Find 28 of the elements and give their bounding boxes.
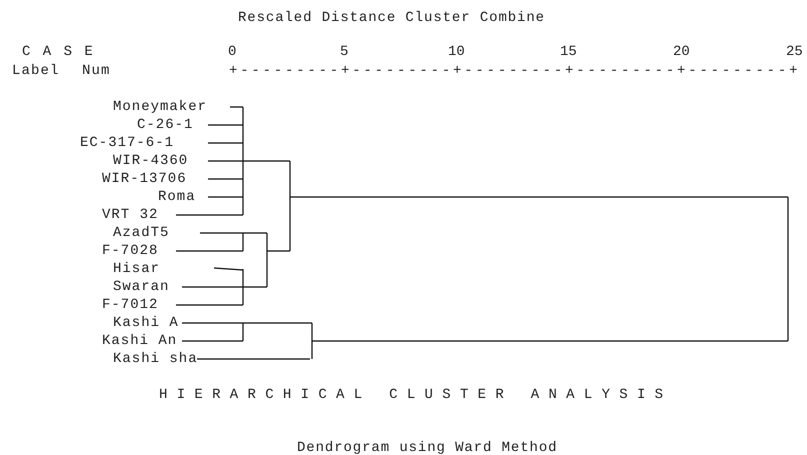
caption: Dendrogram using Ward Method [297, 440, 558, 455]
case-label: Swaran [113, 279, 170, 295]
tick-label: 0 [228, 44, 236, 60]
chart-title: Rescaled Distance Cluster Combine [238, 10, 545, 26]
tick-label: 25 [786, 44, 803, 60]
case-header: C A S E [22, 44, 95, 60]
case-label: Kashi A [113, 315, 179, 331]
case-label: AzadT5 [113, 225, 170, 241]
tick-label: 15 [560, 44, 577, 60]
case-label: WIR-13706 [102, 171, 187, 187]
case-label: Moneymaker [113, 99, 208, 115]
case-label: Roma [158, 189, 196, 205]
case-label: F-7028 [102, 243, 158, 259]
column-header: Num [82, 63, 111, 79]
tick-label: 20 [673, 44, 690, 60]
case-label: Hisar [113, 261, 160, 277]
case-label: Kashi sha [113, 351, 198, 367]
case-label: WIR-4360 [113, 153, 188, 169]
case-label: VRT 32 [102, 207, 158, 223]
section-heading: H I E R A R C H I C A L C L U S T E R A N A L Y S I S [159, 387, 664, 403]
tick-label: 10 [448, 44, 465, 60]
axis-ruler: +---------+---------+---------+---------+---------+ [229, 63, 800, 79]
column-header: Label [12, 63, 60, 79]
case-label: Kashi An [102, 333, 178, 349]
tick-label: 5 [340, 44, 348, 60]
case-label: C-26-1 [137, 117, 194, 133]
case-label: F-7012 [102, 297, 158, 313]
case-label: EC-317-6-1 [80, 135, 174, 151]
